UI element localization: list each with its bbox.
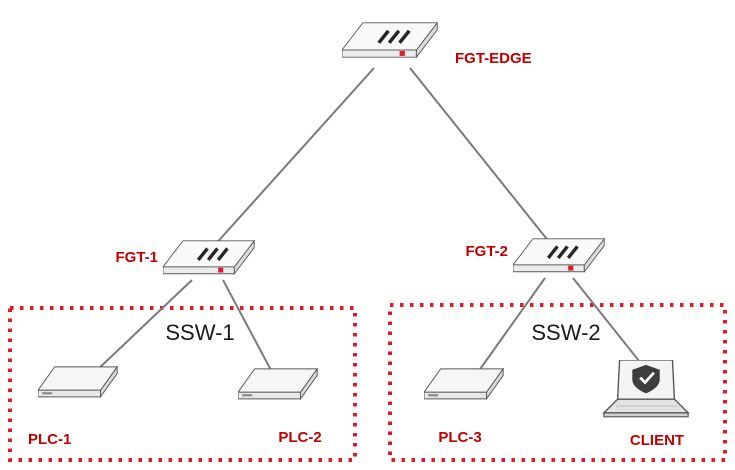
- link-fgt1-plc2: [222, 279, 273, 373]
- plc-3-icon: [424, 368, 504, 400]
- label-client: CLIENT: [630, 432, 684, 449]
- zone-box-ssw1: [8, 306, 357, 462]
- link-fgtedge-fgt2: [409, 67, 551, 244]
- zone-box-ssw2: [388, 303, 727, 462]
- plc-1-icon: [38, 366, 118, 398]
- label-fgt-1: FGT-1: [115, 249, 158, 266]
- fortigate-2-icon: [513, 238, 605, 274]
- label-plc-2: PLC-2: [278, 429, 321, 446]
- client-laptop-shield-icon: [602, 360, 690, 419]
- link-fgt2-client: [572, 277, 644, 367]
- link-fgt1-plc1: [94, 279, 193, 373]
- link-fgt2-plc3: [477, 277, 546, 373]
- label-plc-1: PLC-1: [28, 431, 71, 448]
- label-ssw-1: SSW-1: [165, 320, 234, 345]
- label-plc-3: PLC-3: [438, 429, 481, 446]
- link-fgtedge-fgt1: [212, 67, 375, 248]
- fortigate-1-icon: [163, 240, 255, 276]
- label-fgt-2: FGT-2: [465, 243, 508, 260]
- fortigate-edge-icon: [342, 22, 438, 59]
- label-fgt-edge: FGT-EDGE: [455, 50, 532, 67]
- label-ssw-2: SSW-2: [531, 320, 600, 345]
- plc-2-icon: [238, 368, 318, 400]
